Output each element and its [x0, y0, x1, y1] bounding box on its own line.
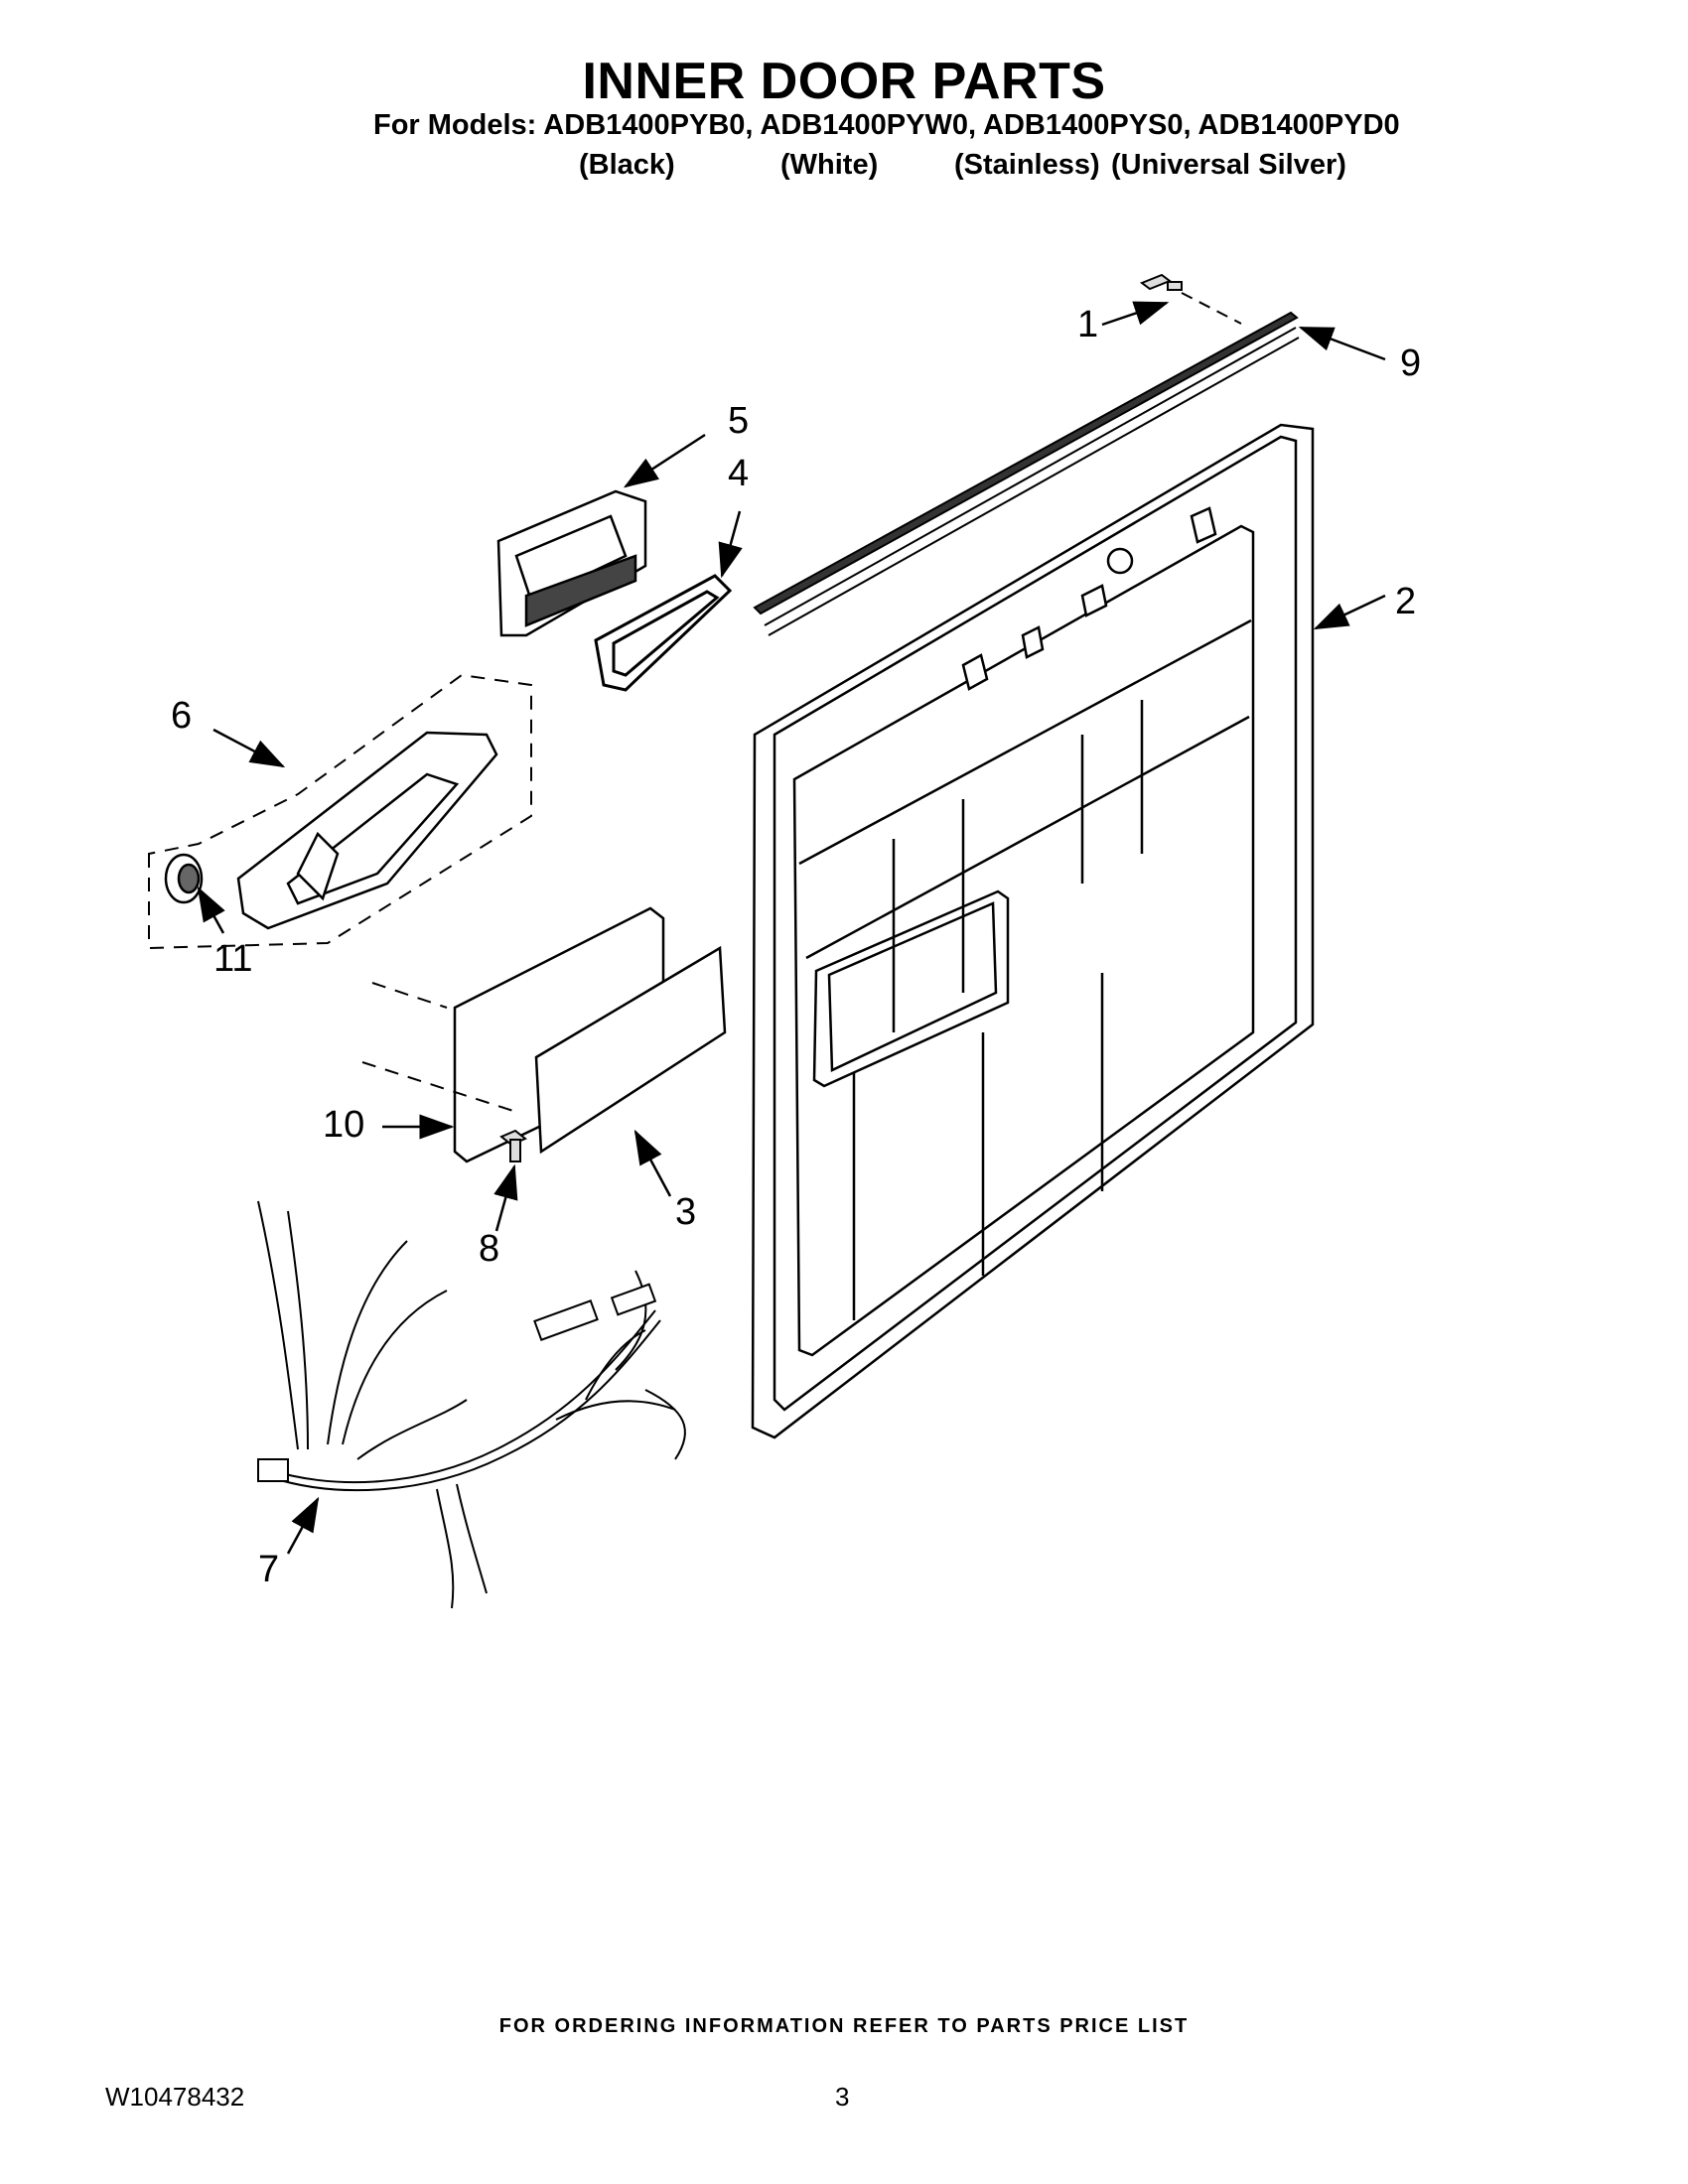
callout-5: 5: [728, 400, 750, 442]
inner-door-panel-part: [751, 423, 1315, 1439]
shield-part: [534, 945, 727, 1155]
dashed-group-outline: [148, 673, 532, 950]
callout-4: 4: [728, 453, 750, 494]
leader-lines: [197, 301, 1386, 1555]
variant-stainless: (Stainless): [954, 149, 1100, 181]
document-number: W10478432: [105, 2082, 245, 2112]
knob-part: [164, 853, 204, 904]
models-line: For Models: ADB1400PYB0, ADB1400PYW0, AD…: [373, 109, 1400, 141]
callout-1: 1: [1077, 304, 1099, 345]
callout-8: 8: [479, 1228, 500, 1270]
trim-strip-part: [753, 311, 1300, 636]
page-title: INNER DOOR PARTS: [582, 53, 1106, 110]
screw-part-1: [1139, 273, 1183, 291]
callout-2: 2: [1395, 581, 1417, 622]
callout-7: 7: [258, 1549, 280, 1590]
callout-3: 3: [675, 1191, 697, 1233]
callout-9: 9: [1400, 342, 1422, 384]
dispenser-assembly-part: [236, 731, 498, 930]
callout-10: 10: [323, 1104, 365, 1146]
gasket-part: [594, 574, 733, 692]
page-number: 3: [835, 2082, 850, 2112]
ordering-info-note: FOR ORDERING INFORMATION REFER TO PARTS …: [498, 2015, 1190, 2037]
dispenser-cover-part: [496, 489, 647, 637]
variant-white: (White): [780, 149, 879, 181]
variant-universal-silver: (Universal Silver): [1111, 149, 1346, 181]
variant-black: (Black): [579, 149, 675, 181]
wire-harness-part: [257, 1200, 686, 1609]
screw-part-8: [499, 1129, 527, 1162]
callout-11: 11: [213, 938, 253, 980]
callout-6: 6: [171, 695, 193, 737]
